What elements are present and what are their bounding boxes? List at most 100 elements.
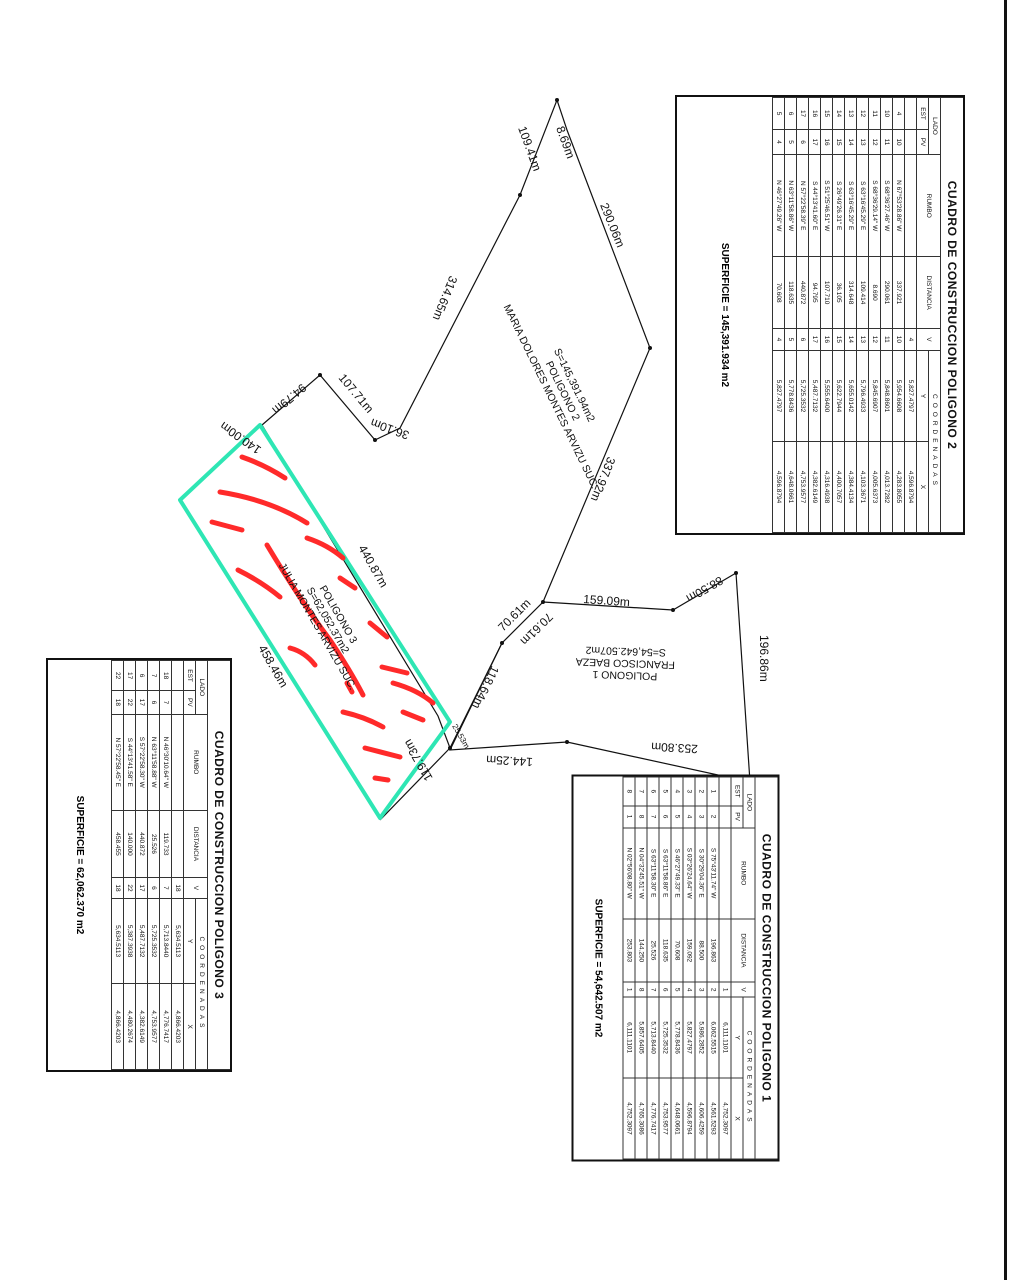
cell-rumbo: N 63°11'58.86" W: [784, 154, 797, 257]
cell-distancia: 440.872: [796, 256, 809, 329]
cell-est: 7: [635, 777, 647, 806]
header-lado: LADO: [928, 97, 941, 155]
cell-v: 5: [671, 982, 683, 998]
cell-est: 12: [856, 97, 869, 130]
cell-y: 5,622.7944: [832, 350, 845, 442]
cell-x: 4,753.9577: [659, 1078, 671, 1159]
cell-rumbo: N 57°22'58.45" E: [111, 714, 124, 811]
cell-pv: 4: [683, 805, 695, 828]
polygon-3-label: POLIGONO 3 S=62,052.37m2 JULIA MONTES AR…: [276, 561, 360, 692]
cell-v: 13: [856, 328, 869, 351]
cell-pv: 13: [856, 129, 869, 155]
cell-rumbo: S 63°16'45.29" E: [844, 154, 857, 257]
header-y: Y: [916, 350, 929, 442]
cell-distancia: 118.635: [784, 256, 797, 329]
cell-v: 22: [123, 877, 136, 899]
table-row: 4 5,827.4797 4,596.8794: [904, 97, 917, 533]
cell-est: 5: [659, 777, 671, 806]
cell-v: 6: [796, 328, 809, 351]
cell-rumbo: S 63°11'58.30" E: [647, 827, 659, 919]
cell-v: 1: [623, 982, 635, 998]
cell-v: 10: [892, 328, 905, 351]
header-rumbo: RUMBO: [731, 827, 755, 919]
cell-y: 5,555.6400: [820, 350, 833, 442]
cell-x: 4,776.7417: [647, 1078, 659, 1159]
cell-pv: 17: [135, 690, 148, 715]
cell-x: 4,596.8794: [904, 441, 917, 533]
header-coordenadas: COORDENADAS: [743, 997, 755, 1159]
edge-label: 196.86m: [757, 635, 771, 682]
cell-x: 4,283.8055: [892, 441, 905, 533]
cell-est: 15: [820, 97, 833, 130]
cell-rumbo: N 67°53'28.86" W: [892, 154, 905, 257]
cell-pv: 16: [820, 129, 833, 155]
red-hatch-marks: [209, 454, 436, 783]
cell-v: 4: [904, 328, 917, 351]
cell-distancia: 88.500: [695, 918, 707, 983]
cell-est: 8: [623, 777, 635, 806]
polygon-1-owner: FRANCISCO BAEZA: [576, 655, 676, 670]
header-y: Y: [183, 898, 196, 984]
cell-est: 7: [147, 660, 160, 691]
edge-label: 159.09m: [583, 592, 631, 609]
cell-v: 7: [647, 982, 659, 998]
cell-pv: 5: [671, 805, 683, 828]
header-est: EST: [183, 660, 196, 691]
cell-rumbo: N 57°22'58.39" E: [796, 154, 809, 257]
edge-label: 253.80m: [651, 740, 698, 756]
cell-distancia: 107.710: [820, 256, 833, 329]
header-lado: LADO: [743, 777, 755, 828]
cell-rumbo: S 75°43'11.74" W: [707, 827, 719, 919]
cell-est: 17: [796, 97, 809, 130]
cell-y: 5,634.5113: [171, 898, 184, 984]
cell-y: 5,725.3532: [147, 898, 160, 984]
cell-y: 5,725.3532: [796, 350, 809, 442]
cell-est: 22: [111, 660, 124, 691]
cell-y: 5,796.4933: [856, 350, 869, 442]
cell-pv: 15: [832, 129, 845, 155]
edge-label: 109.41m: [515, 124, 544, 173]
cell-distancia: 118.635: [659, 918, 671, 983]
cell-x: 4,316.4938: [820, 441, 833, 533]
edge-label: 88.50m: [684, 573, 726, 605]
cell-pv: 2: [707, 805, 719, 828]
cell-x: 4,648.0661: [671, 1078, 683, 1159]
cell-x: 4,765.3086: [635, 1078, 647, 1159]
header-rumbo: RUMBO: [183, 714, 208, 811]
cell-est: 13: [844, 97, 857, 130]
cell-x: 4,606.4259: [695, 1078, 707, 1159]
cell-y: 5,387.3938: [123, 898, 136, 984]
cell-rumbo: N 04°32'45.51" W: [635, 827, 647, 919]
cell-pv: 11: [880, 129, 893, 155]
cell-pv: 22: [123, 690, 136, 715]
superficie-total: SUPERFICIE = 62,062.370 m2: [74, 795, 85, 935]
polygon-1-title: POLIGONO 1: [592, 668, 657, 682]
cell-distancia: 253.803: [623, 918, 635, 983]
cell-rumbo: N 46°27'49.26" W: [772, 154, 785, 257]
cell-y: 6,111.1101: [719, 997, 731, 1079]
edge-label: 8.69m: [553, 124, 578, 160]
header-pv: PV: [916, 129, 929, 155]
cell-y: 5,857.6405: [635, 997, 647, 1079]
cell-pv: 12: [868, 129, 881, 155]
cell-y: 6,111.1101: [623, 997, 635, 1079]
cell-pv: 10: [892, 129, 905, 155]
cell-pv: 7: [647, 805, 659, 828]
cell-est: 6: [647, 777, 659, 806]
header-distancia: DISTANCIA: [916, 256, 941, 329]
cell-pv: 8: [635, 805, 647, 828]
cell-distancia: 144.250: [635, 918, 647, 983]
cell-pv: 5: [784, 129, 797, 155]
header-distancia: DISTANCIA: [183, 810, 208, 878]
header-x: X: [916, 441, 929, 533]
page-border-line: [1004, 0, 1007, 1280]
cell-y: 5,725.3532: [659, 997, 671, 1079]
